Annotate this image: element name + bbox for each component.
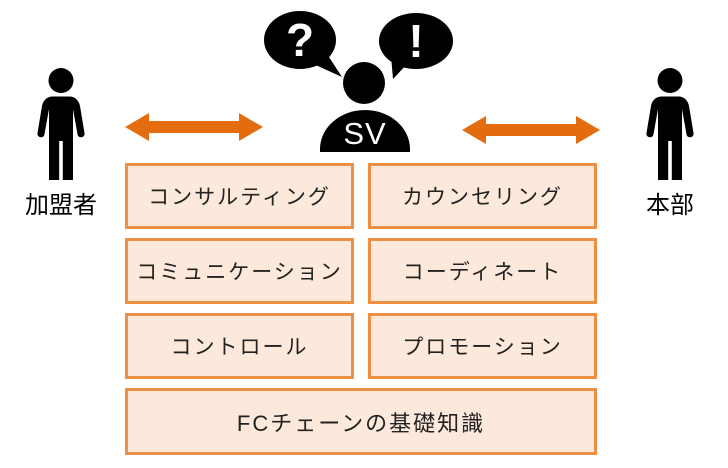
right-double-arrow-icon (462, 116, 600, 144)
headquarters-person-icon (646, 68, 694, 180)
left-double-arrow-icon (125, 113, 263, 141)
headquarters-label: 本部 (646, 192, 694, 219)
question-speech-bubble-icon: ? (264, 11, 342, 77)
exclamation-speech-bubble-icon: ! (379, 13, 453, 79)
skill-box-promotion: プロモーション (368, 313, 597, 379)
supervisor-label: SV (343, 116, 387, 151)
skill-box-consulting: コンサルティング (125, 163, 354, 229)
foundation-knowledge-box: FCチェーンの基礎知識 (125, 388, 597, 455)
supervisor-body-icon: SV (320, 110, 410, 152)
skill-box-control: コントロール (125, 313, 354, 379)
skill-box-coordinate: コーディネート (368, 238, 597, 304)
supervisor-head-icon (343, 62, 385, 104)
skill-box-communication: コミュニケーション (125, 238, 354, 304)
franchisee-person-icon (37, 68, 85, 180)
skill-box-counseling: カウンセリング (368, 163, 597, 229)
franchisee-label: 加盟者 (25, 192, 97, 219)
question-mark: ? (286, 14, 314, 66)
exclamation-mark: ! (408, 15, 423, 67)
